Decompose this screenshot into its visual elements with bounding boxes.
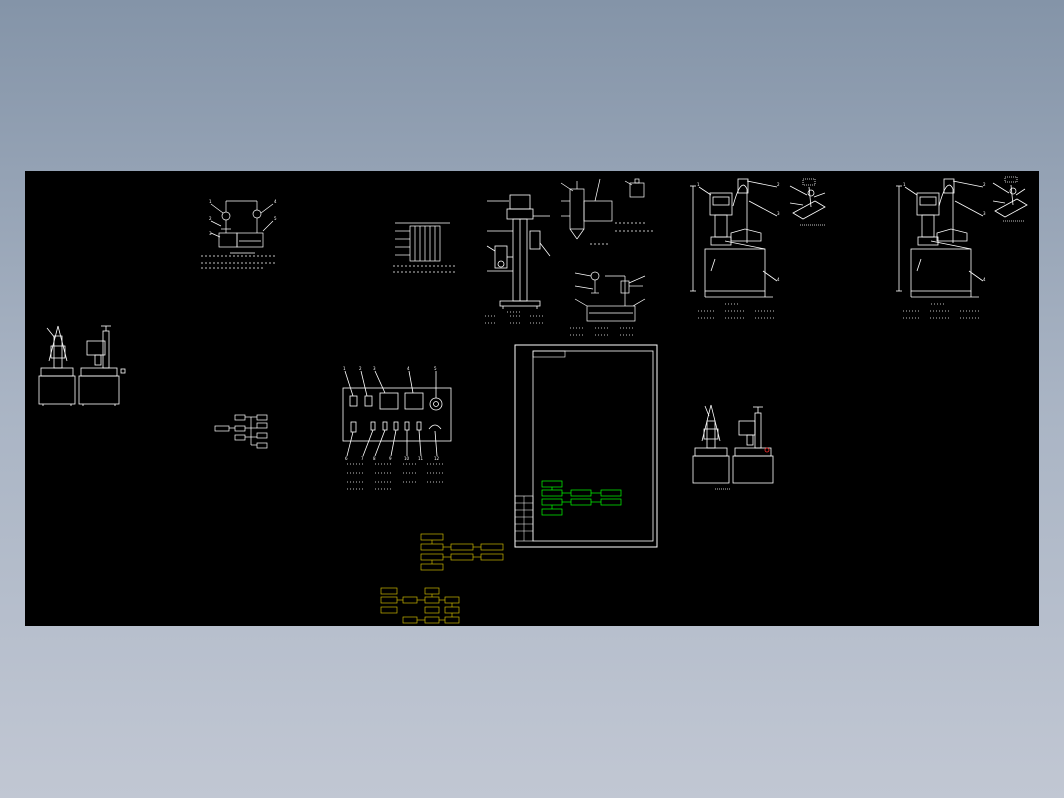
balloon-label: 1 bbox=[209, 199, 212, 204]
balloon-label: 4 bbox=[983, 277, 986, 282]
balloon-label: 9 bbox=[389, 456, 392, 461]
spindle-detail bbox=[560, 178, 655, 245]
machine-side-view-center bbox=[692, 404, 774, 490]
balloon-label: 7 bbox=[361, 456, 364, 461]
cad-drawing: 1 2 3 4 5 1 2 3 4 5 6 7 8 9 10 11 12 1 2… bbox=[38, 176, 1028, 624]
frame-title-block bbox=[514, 344, 658, 548]
balloon-label: 12 bbox=[434, 456, 440, 461]
welding-schematic bbox=[570, 271, 646, 336]
balloon-label: 4 bbox=[777, 277, 780, 282]
control-panel bbox=[342, 370, 452, 490]
machine-side-view-small bbox=[38, 325, 126, 406]
schematic-top-left bbox=[201, 200, 275, 269]
column-assembly bbox=[485, 194, 551, 324]
balloon-label: 1 bbox=[697, 182, 700, 187]
drawing-sheet[interactable]: 1 2 3 4 5 1 2 3 4 5 6 7 8 9 10 11 12 1 2… bbox=[25, 171, 1039, 626]
balloon-label: 2 bbox=[983, 182, 986, 187]
machine-front-view-right bbox=[896, 176, 1028, 319]
balloon-label: 8 bbox=[373, 456, 376, 461]
balloon-label: 5 bbox=[434, 366, 437, 371]
balloon-label: 1 bbox=[903, 182, 906, 187]
balloon-label: 2 bbox=[209, 216, 212, 221]
cross-section-plate bbox=[393, 222, 457, 273]
balloon-label: 4 bbox=[274, 199, 277, 204]
balloon-label: 4 bbox=[407, 366, 410, 371]
balloon-label: 3 bbox=[209, 231, 212, 236]
balloon-label: 5 bbox=[274, 216, 277, 221]
balloon-label: 3 bbox=[777, 211, 780, 216]
balloon-label: 11 bbox=[418, 456, 424, 461]
balloon-label: 2 bbox=[777, 182, 780, 187]
machine-front-view-center bbox=[690, 178, 826, 319]
balloon-label: 6 bbox=[345, 456, 348, 461]
balloon-labels: 1 2 3 4 5 1 2 3 4 5 6 7 8 9 10 11 12 1 2… bbox=[209, 182, 986, 461]
balloon-label: 2 bbox=[359, 366, 362, 371]
balloon-label: 10 bbox=[404, 456, 410, 461]
balloon-label: 1 bbox=[343, 366, 346, 371]
flow-chart-yellow bbox=[380, 533, 504, 624]
balloon-label: 3 bbox=[373, 366, 376, 371]
flow-chart-small bbox=[214, 414, 268, 449]
balloon-label: 3 bbox=[983, 211, 986, 216]
